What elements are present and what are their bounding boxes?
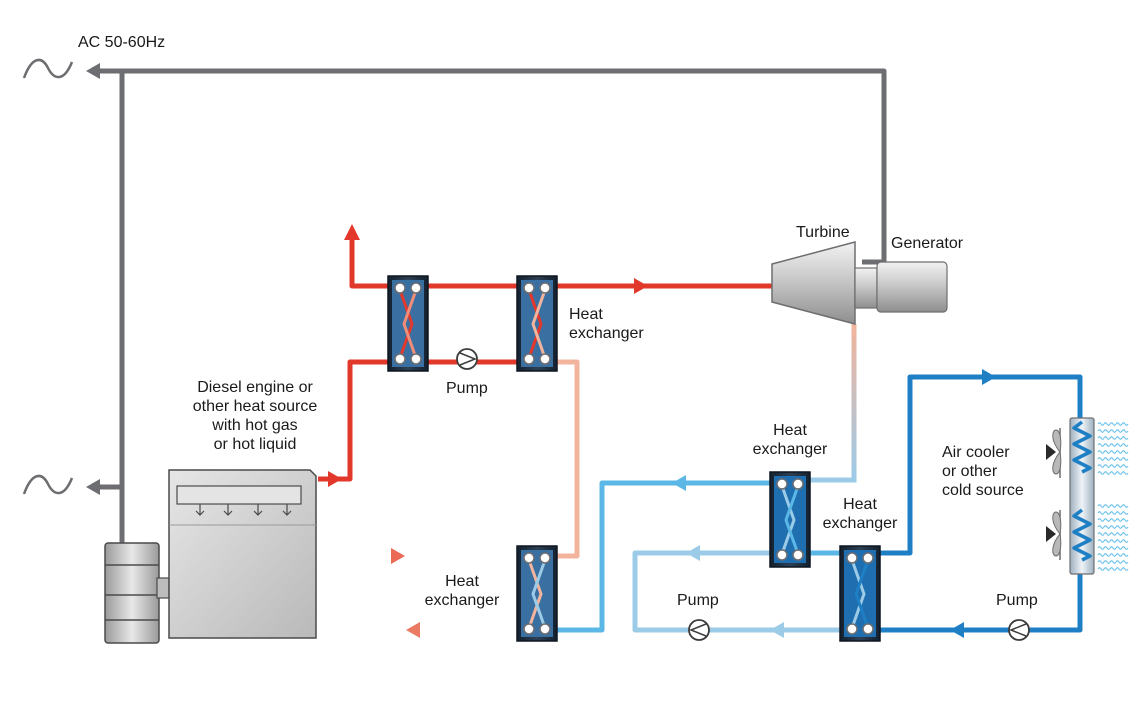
electrical-lines xyxy=(96,68,887,545)
pump-bottom-left-label: Pump xyxy=(677,592,719,609)
fan-icon xyxy=(1046,510,1062,560)
airflow-wave xyxy=(1097,429,1129,433)
pump-icon xyxy=(1008,619,1030,641)
flow-arrow-icon xyxy=(686,545,700,561)
flow-arrow-icon xyxy=(328,471,342,487)
flow-arrow-icon xyxy=(672,475,686,491)
flow-arrow-icon xyxy=(982,369,996,385)
airflow-wave xyxy=(1097,546,1129,550)
turbine xyxy=(771,241,856,325)
heat-exchanger-5 xyxy=(839,545,881,642)
heat-exchanger-2 xyxy=(516,275,558,372)
cooling-loop xyxy=(878,374,1083,633)
ac-sine-icon xyxy=(22,474,74,495)
airflow-wave xyxy=(1097,511,1129,515)
flow-arrow-icon xyxy=(406,622,420,638)
flow-arrow-icon xyxy=(634,278,648,294)
pump-bottom-right-label: Pump xyxy=(996,592,1038,609)
generator-label: Generator xyxy=(891,235,964,252)
heat-exchanger-middle-label: Heat exchanger xyxy=(752,422,828,458)
turbine-label: Turbine xyxy=(796,224,850,241)
heat-exchanger-bottom-left-label: Heat exchanger xyxy=(424,573,500,609)
airflow-wave xyxy=(1097,464,1129,468)
heat-exchanger-1 xyxy=(387,275,429,372)
flow-arrow-icon xyxy=(770,622,784,638)
generator-output-line xyxy=(96,68,887,265)
airflow-wave xyxy=(1097,553,1129,557)
pump-icon xyxy=(688,619,710,641)
flow-arrow-icon xyxy=(950,622,964,638)
flow-arrow-icon xyxy=(344,224,360,240)
airflow-wave xyxy=(1097,525,1129,529)
airflow-wave xyxy=(1097,560,1129,564)
flow-arrow-icon xyxy=(86,63,100,79)
pump-top-label: Pump xyxy=(446,380,488,397)
airflow-wave xyxy=(1097,567,1129,571)
heat-exchanger-right-label: Heat exchanger xyxy=(822,496,898,532)
airflow-waves xyxy=(1097,422,1129,571)
air-cooler-label: Air cooler or other cold source xyxy=(942,444,1024,499)
airflow-wave xyxy=(1097,539,1129,543)
air-cooler xyxy=(1069,417,1095,575)
airflow-wave xyxy=(1097,518,1129,522)
flow-arrow-icon xyxy=(86,479,100,495)
airflow-wave xyxy=(1097,457,1129,461)
diesel-engine xyxy=(104,469,317,644)
airflow-wave xyxy=(1097,443,1129,447)
ac-supply-label: AC 50-60Hz xyxy=(78,34,166,51)
turbine-outlet-line xyxy=(808,324,857,483)
ac-sine-icon xyxy=(22,58,74,79)
pump-icon xyxy=(456,348,478,370)
generator xyxy=(854,261,948,313)
heat-exchanger-4 xyxy=(769,471,811,568)
airflow-wave xyxy=(1097,422,1129,426)
fan-icon xyxy=(1046,428,1062,478)
flow-arrow-icon xyxy=(391,548,405,564)
airflow-wave xyxy=(1097,471,1129,475)
airflow-wave xyxy=(1097,504,1129,508)
working-fluid-loop xyxy=(555,480,842,633)
airflow-wave xyxy=(1097,532,1129,536)
airflow-wave xyxy=(1097,436,1129,440)
airflow-wave xyxy=(1097,450,1129,454)
diesel-engine-label: Diesel engine or other heat source with … xyxy=(192,379,318,453)
heat-exchanger-top-label: Heat exchanger xyxy=(569,306,644,342)
heat-exchanger-3 xyxy=(516,545,558,642)
